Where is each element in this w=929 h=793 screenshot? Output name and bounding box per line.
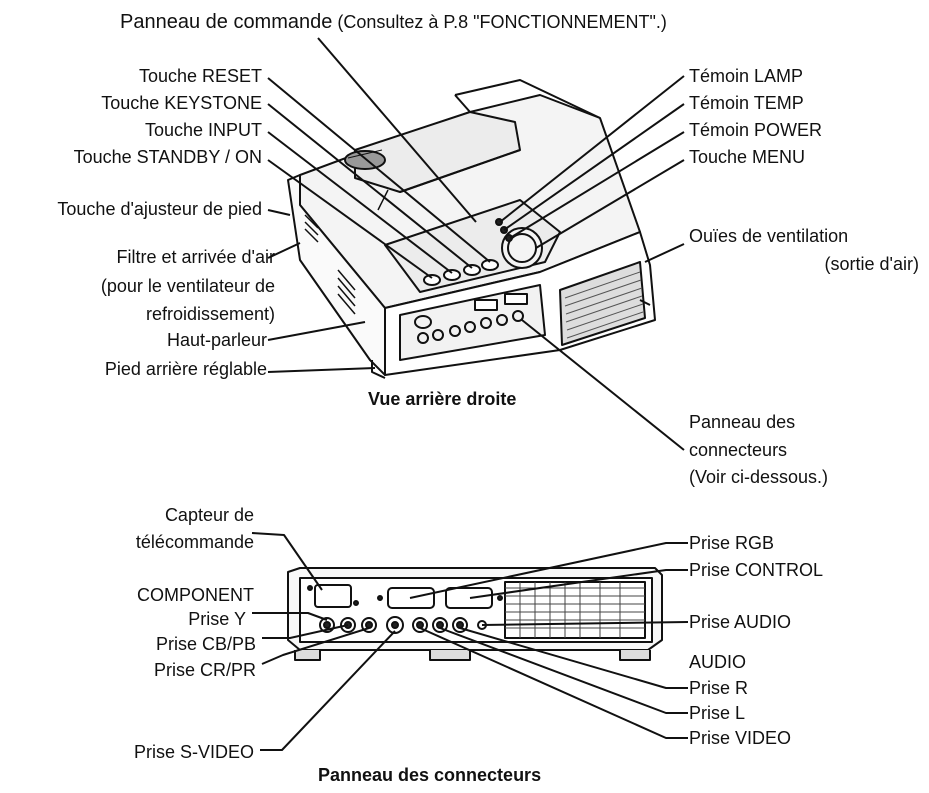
connector-panel-label-3: (Voir ci-dessous.) (689, 467, 829, 487)
speaker-label: Haut-parleur (166, 330, 267, 350)
s-video-jack-label: Prise S-VIDEO (133, 742, 254, 762)
projector-drawing (287, 79, 656, 379)
rear-view-title: Vue arrière droite (368, 389, 517, 409)
keystone-button-label: Touche KEYSTONE (101, 93, 262, 113)
standby-button-label: Touche STANDBY / ON (73, 147, 262, 167)
connector-panel-drawing (287, 567, 663, 661)
temp-indicator-label: Témoin TEMP (689, 93, 804, 113)
control-jack-label: Prise CONTROL (689, 560, 824, 580)
audio-group-label: AUDIO (689, 652, 747, 672)
rear-foot-label: Pied arrière réglable (104, 359, 267, 379)
air-filter-label-2: (pour le ventilateur de (100, 276, 275, 296)
connector-panel-label-1: Panneau des (689, 412, 796, 432)
power-indicator-label: Témoin POWER (689, 120, 823, 140)
remote-sensor-label-2: télécommande (135, 532, 254, 552)
air-filter-label-1: Filtre et arrivée d'air (116, 247, 275, 267)
air-filter-label-3: refroidissement) (145, 304, 275, 324)
input-button-label: Touche INPUT (144, 120, 262, 140)
reset-button-label: Touche RESET (138, 66, 262, 86)
connector-panel-title: Panneau des connecteurs (318, 765, 542, 785)
cb-jack-label: Prise CB/PB (155, 634, 256, 654)
audio-l-jack-label: Prise L (689, 703, 746, 723)
menu-button-label: Touche MENU (689, 147, 806, 167)
control-panel-label: Panneau de commande (Consultez à P.8 "FO… (120, 11, 667, 33)
remote-sensor-label-1: Capteur de (164, 505, 254, 525)
lamp-indicator-label: Témoin LAMP (689, 66, 804, 86)
audio-r-jack-label: Prise R (689, 678, 749, 698)
vent-label-2: (sortie d'air) (824, 254, 919, 274)
component-label: COMPONENT (137, 585, 254, 605)
connector-panel-label-2: connecteurs (689, 440, 788, 460)
video-jack-label: Prise VIDEO (689, 728, 792, 748)
foot-adjuster-label: Touche d'ajusteur de pied (57, 199, 262, 219)
audio-jack-label: Prise AUDIO (689, 612, 792, 632)
y-jack-label: Prise Y (188, 609, 246, 629)
vent-label-1: Ouïes de ventilation (689, 226, 849, 246)
cr-jack-label: Prise CR/PR (153, 660, 256, 680)
rgb-jack-label: Prise RGB (689, 533, 775, 553)
